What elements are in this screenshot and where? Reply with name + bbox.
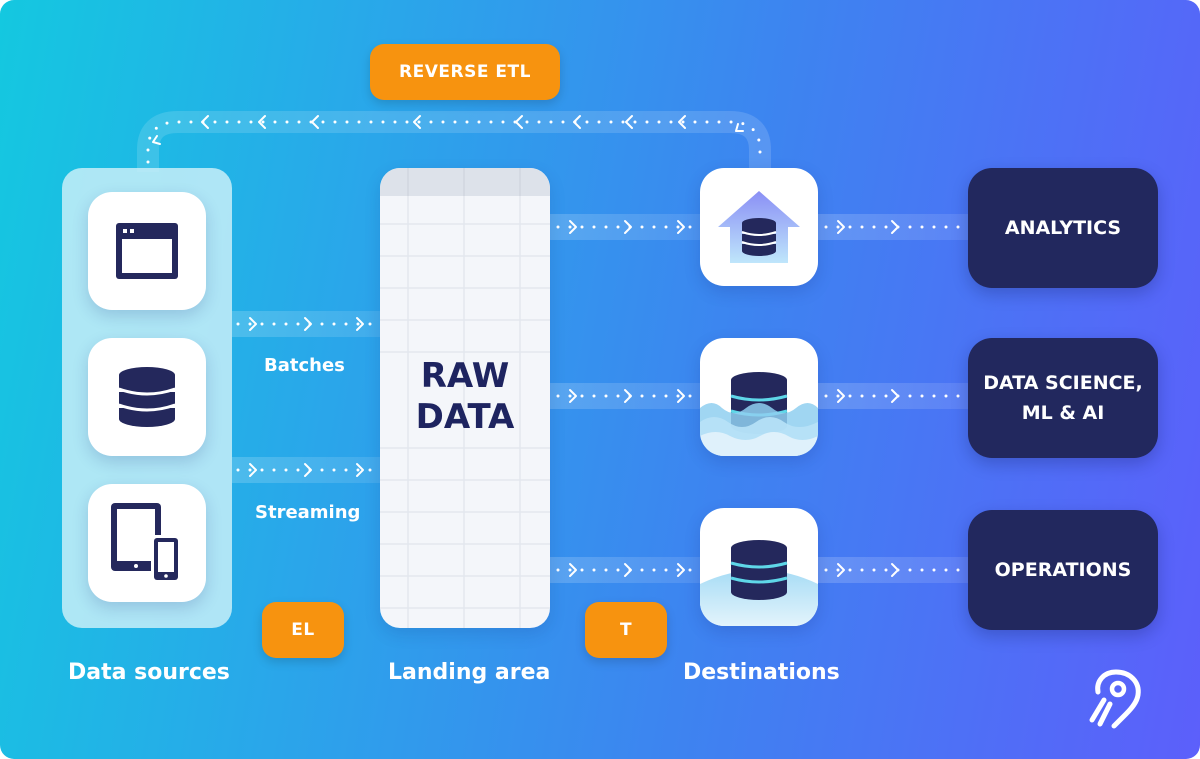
el-label: EL [291, 620, 315, 640]
reverse-etl-band [137, 111, 771, 172]
destination-operations-label: OPERATIONS [994, 559, 1132, 581]
destination-data-science: DATA SCIENCE, ML & AI [968, 338, 1158, 458]
reverse-etl-dots [146, 120, 762, 164]
batches-label: Batches [264, 355, 345, 376]
database-wave-icon [700, 540, 818, 626]
reverse-etl-tag: REVERSE ETL [370, 44, 560, 100]
raw-data-title-line2: DATA [415, 397, 515, 437]
tablet-phone-icon [111, 503, 181, 583]
raw-data-title: RAW DATA [380, 356, 550, 438]
reverse-etl-label: REVERSE ETL [399, 62, 531, 82]
t-label: T [619, 620, 633, 640]
data-lake-icon [700, 372, 818, 456]
source-card-devices [88, 484, 206, 602]
destination-operations: OPERATIONS [968, 510, 1158, 630]
destination-data-science-line1: DATA SCIENCE, [983, 372, 1143, 394]
el-tag: EL [262, 602, 344, 658]
landing-area-label: Landing area [388, 660, 551, 685]
spreadsheet-grid [380, 168, 550, 628]
batches-arrow [304, 317, 312, 331]
browser-window-icon [116, 223, 178, 279]
source-card-browser [88, 192, 206, 310]
streaming-arrow [249, 463, 257, 477]
destination-analytics-label: ANALYTICS [1004, 217, 1122, 239]
storage-card-database [700, 508, 818, 626]
batches-arrow [356, 317, 364, 331]
source-card-database [88, 338, 206, 456]
storage-card-lake [700, 338, 818, 456]
data-sources-label: Data sources [68, 660, 230, 685]
streaming-arrow [304, 463, 312, 477]
airbyte-logo-icon [1089, 669, 1141, 729]
raw-data-sheet [380, 168, 550, 628]
streaming-arrow [356, 463, 364, 477]
destinations-label: Destinations [683, 660, 840, 685]
t-tag: T [585, 602, 667, 658]
storage-card-warehouse [700, 168, 818, 286]
batches-arrow [249, 317, 257, 331]
destination-analytics: ANALYTICS [968, 168, 1158, 288]
reverse-etl-arrows [152, 115, 744, 145]
raw-data-title-line1: RAW [420, 356, 510, 396]
destination-data-science-line2: ML & AI [1021, 402, 1105, 424]
warehouse-icon [718, 191, 800, 263]
streaming-label: Streaming [255, 502, 361, 523]
database-icon [118, 367, 176, 427]
